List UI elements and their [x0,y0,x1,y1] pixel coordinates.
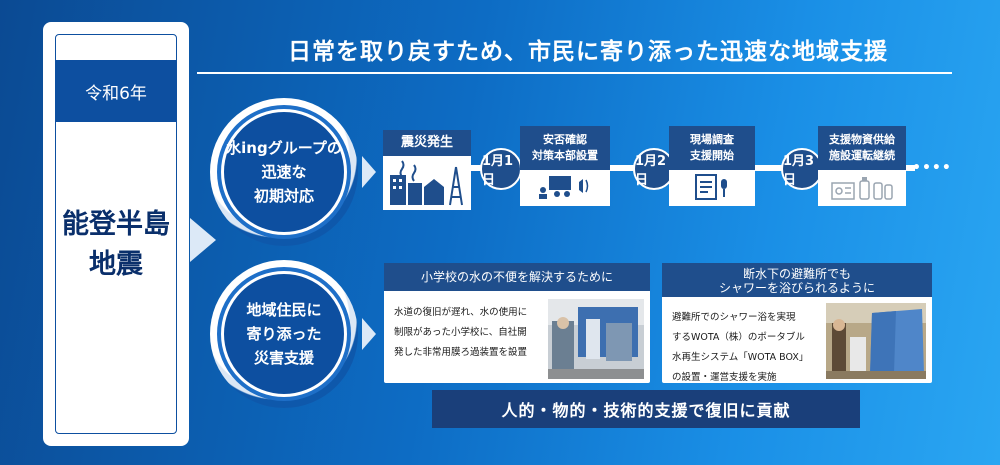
panel-title: 小学校の水の不便を解決するために [384,263,650,291]
day-badge: 1月2日 [633,148,675,190]
panel-description: 水道の復旧が遅れ、水の使用に 制限があった小学校に、自社開 発した非常用膜ろ過装… [394,307,528,358]
circle-initial-line3: 初期対応 [253,187,314,205]
meeting-people-icon [520,172,610,202]
panel-title: 断水下の避難所でも シャワーを浴びられるように [662,263,932,297]
day-badge: 1月3日 [781,148,823,190]
timeline-card-title-line2: 対策本部設置 [532,149,598,162]
page-title: 日常を取り戻すため、市民に寄り添った迅速な地域支援 [288,39,888,65]
supplies-bottles-icon [818,172,906,202]
chevron-right-icon [190,218,216,262]
circle-initial-line2: 迅速な [261,163,307,181]
timeline-card-title-line1: 安否確認 [543,133,587,146]
event-title-line1: 能登半島 [62,209,170,240]
summary-banner: 人的・物的・技術的支援で復旧に貢献 [432,390,860,428]
circle-support-line3: 災害支援 [253,349,314,367]
timeline-card-title: 震災発生 [383,130,471,156]
left-card-frame [55,34,177,434]
circle-support-line1: 地域住民に [246,301,322,319]
timeline-card-title-line1: 現場調査 [690,133,734,146]
circle-initial-response: 水ingグループの 迅速な 初期対応 [210,98,358,246]
event-title-line2: 地震 [89,249,143,280]
panel-description: 避難所でのシャワー浴を実現 するWOTA（株）のポータブル 水再生システム「WO… [672,312,809,383]
timeline-card-site-survey: 現場調査 支援開始 [669,126,755,206]
circle-disaster-support: 地域住民に 寄り添った 災害支援 [210,260,358,408]
timeline-card-title-line2: 支援開始 [690,149,734,162]
era-label: 令和6年 [55,60,177,122]
document-microphone-icon [669,172,755,202]
circle-initial-line1: 水ingグループの [226,139,342,157]
chevron-right-icon [362,156,376,188]
panel-school-water: 小学校の水の不便を解決するために 水道の復旧が遅れ、水の使用に 制限があった小学… [384,263,650,383]
filtration-equipment-photo [548,299,644,379]
timeline-continuation: •••• [912,160,952,176]
panel-shelter-shower: 断水下の避難所でも シャワーを浴びられるように 避難所でのシャワー浴を実現 する… [662,263,932,383]
header-divider [197,72,952,74]
day-badge: 1月1日 [480,148,522,190]
timeline-card-title-line2: 施設運転継続 [829,149,895,162]
timeline-card-title-line1: 支援物資供給 [829,133,895,146]
timeline-card-safety-hq: 安否確認 対策本部設置 [520,126,610,206]
timeline-card-earthquake: 震災発生 [383,130,471,210]
circle-support-line2: 寄り添った [246,325,322,343]
shower-tent-photo [826,303,926,379]
city-building-icon [383,158,471,206]
timeline-card-supply: 支援物資供給 施設運転継続 [818,126,906,206]
event-title: 能登半島 地震 [55,205,177,285]
chevron-right-icon [362,318,376,350]
